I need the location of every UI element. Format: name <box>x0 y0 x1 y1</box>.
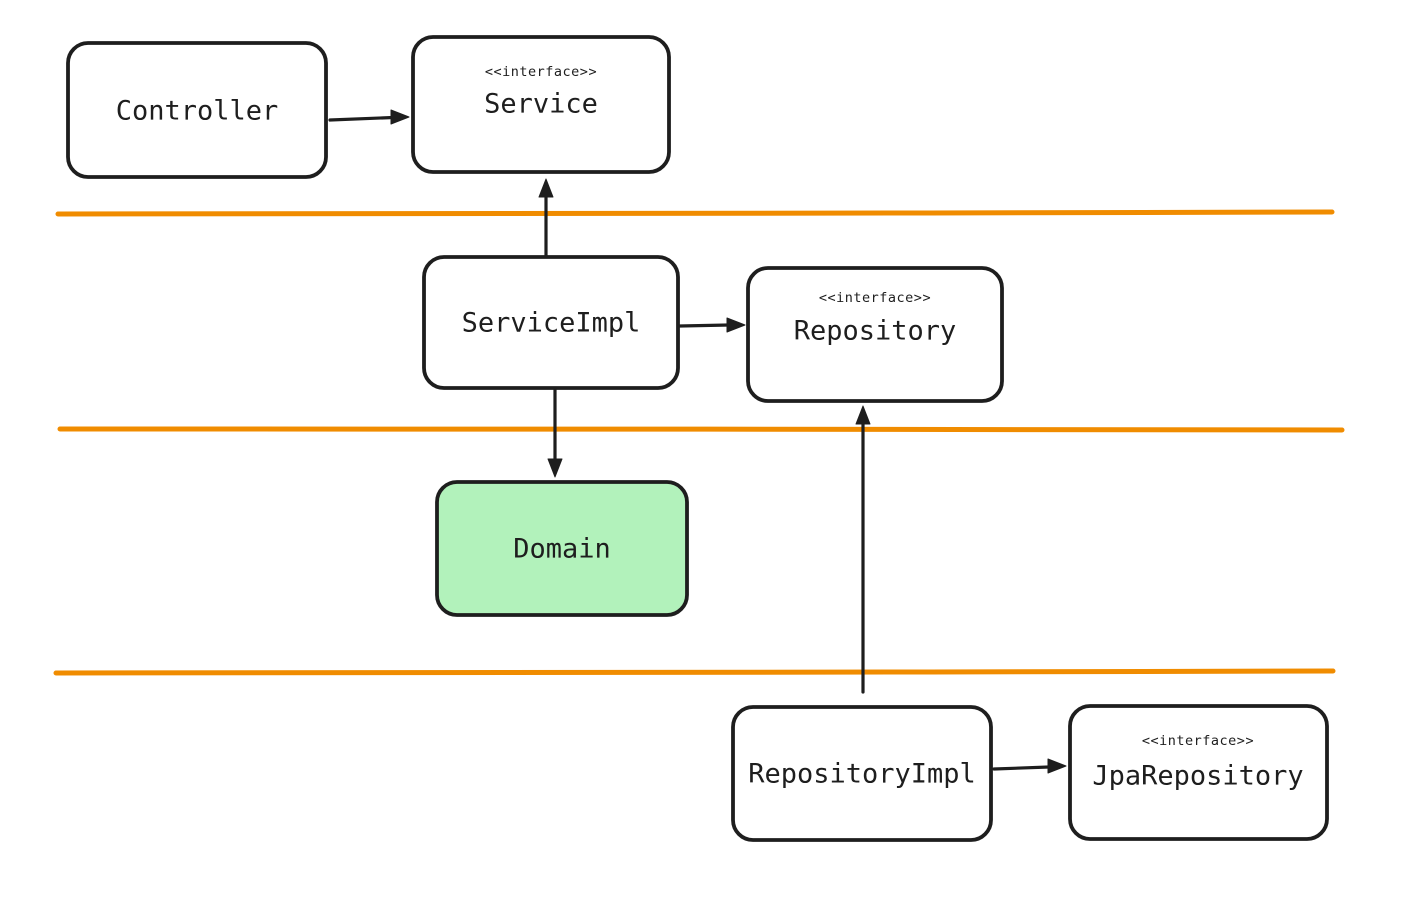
edge-controller-to-service <box>328 109 410 125</box>
node-repositoryimpl-box <box>731 705 993 842</box>
node-jparepository: <<interface>> JpaRepository <box>1068 704 1329 841</box>
node-controller: Controller <box>66 41 328 179</box>
arrowhead-up-icon <box>538 178 554 198</box>
arrowhead-right-icon <box>390 109 410 125</box>
layer-separator-middle <box>57 425 1345 433</box>
edge-repositoryimpl-to-repository <box>855 405 871 694</box>
node-jparepository-label: JpaRepository <box>1092 761 1303 792</box>
node-service-box <box>411 35 671 174</box>
node-serviceimpl: ServiceImpl <box>422 255 680 390</box>
node-jparepository-stereotype: <<interface>> <box>1142 733 1254 749</box>
node-domain-label: Domain <box>513 534 611 565</box>
node-serviceimpl-box <box>422 255 680 390</box>
node-domain-box <box>435 480 689 617</box>
edge-repositoryimpl-to-jparepository-line <box>992 765 1051 771</box>
node-service: <<interface>> Service <box>411 35 671 174</box>
arrowhead-down-icon <box>547 458 563 478</box>
node-controller-box <box>66 41 328 179</box>
edge-serviceimpl-to-service <box>538 178 554 259</box>
arrowhead-right-icon <box>1047 758 1067 774</box>
node-repository-box <box>746 266 1004 403</box>
node-repository-label: Repository <box>794 316 957 347</box>
node-repositoryimpl-label: RepositoryImpl <box>748 759 976 790</box>
edge-serviceimpl-to-repository-line <box>678 323 731 328</box>
node-service-stereotype: <<interface>> <box>485 64 597 80</box>
node-controller-label: Controller <box>116 96 279 127</box>
node-repositoryimpl: RepositoryImpl <box>731 705 993 842</box>
layer-separator-top <box>55 209 1335 217</box>
node-repository: <<interface>> Repository <box>746 266 1004 403</box>
edge-repositoryimpl-to-jparepository <box>992 758 1067 774</box>
arrowhead-right-icon <box>726 317 746 333</box>
node-domain: Domain <box>435 480 689 617</box>
edge-controller-to-service-line <box>328 115 395 122</box>
node-service-label: Service <box>484 89 598 120</box>
edge-serviceimpl-to-domain <box>547 388 563 478</box>
node-jparepository-box <box>1068 704 1329 841</box>
layer-separator-bottom <box>53 668 1336 676</box>
node-serviceimpl-label: ServiceImpl <box>462 308 641 339</box>
edge-serviceimpl-to-repository <box>678 317 746 333</box>
arrowhead-up-icon <box>855 405 871 425</box>
node-repository-stereotype: <<interface>> <box>819 290 931 306</box>
